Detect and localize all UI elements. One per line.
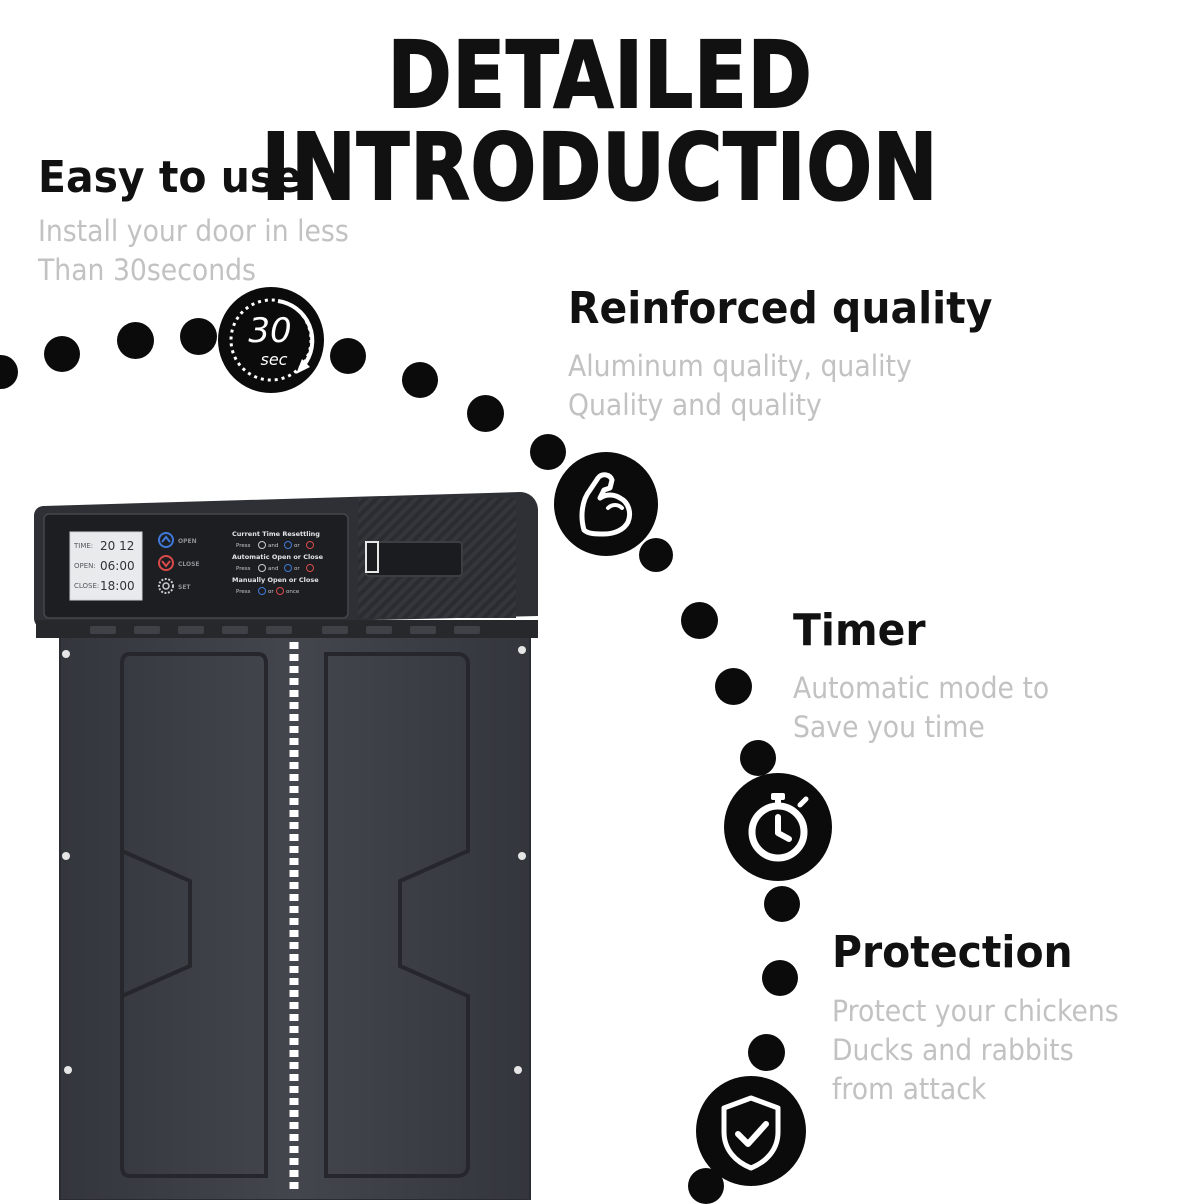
door-right-relief <box>324 652 470 1178</box>
lcd-label: TIME: <box>73 542 93 550</box>
path-dot <box>740 740 776 776</box>
mounting-hole <box>514 1066 522 1074</box>
flexed-bicep-icon <box>554 452 658 556</box>
feature-line: Install your door in less <box>38 214 349 248</box>
feature-description-timer: Automatic mode to Save you time <box>793 669 1049 747</box>
feature-line: Quality and quality <box>568 388 822 422</box>
mounting-hole <box>518 646 526 654</box>
path-dot <box>639 538 673 572</box>
arrow-down-icon <box>161 560 171 568</box>
feature-heading-reinforced-quality: Reinforced quality <box>568 283 993 334</box>
lcd-screen <box>69 531 143 601</box>
lcd-label: OPEN: <box>74 562 96 570</box>
stopwatch-icon <box>724 773 832 881</box>
instruction-title: Automatic Open or Close <box>232 553 324 561</box>
page-title: DETAILED INTRODUCTION <box>261 22 939 221</box>
path-dot <box>715 668 752 705</box>
stopwatch-30-sec-icon: 30 sec <box>218 287 324 393</box>
instruction-join: or <box>268 589 274 595</box>
button-label: SET <box>178 584 191 591</box>
path-dot <box>764 886 800 922</box>
badge-unit: sec <box>261 350 288 369</box>
feature-description-protection: Protect your chickens Ducks and rabbits … <box>832 992 1119 1109</box>
feature-description-reinforced-quality: Aluminum quality, quality Quality and qu… <box>568 347 912 425</box>
automatic-chicken-door: TIME: 20 12 OPEN: 06:00 CLOSE: 18:00 OPE… <box>34 492 538 1200</box>
mounting-hole <box>62 852 70 860</box>
path-dot <box>681 602 718 639</box>
path-dot <box>330 338 366 374</box>
feature-heading-timer: Timer <box>793 605 926 656</box>
instruction-press: Press <box>236 566 251 572</box>
feature-line: Than 30seconds <box>38 253 256 287</box>
lcd-value: 20 12 <box>100 539 134 553</box>
shield-check-icon <box>696 1076 806 1186</box>
gear-icon <box>162 582 170 590</box>
instruction-block: Current Time Resettling Press and or Aut… <box>232 530 324 595</box>
instruction-join: or <box>294 566 300 572</box>
button-label: CLOSE <box>178 561 200 568</box>
instruction-title: Manually Open or Close <box>232 576 319 584</box>
open-button[interactable]: OPEN <box>158 532 197 548</box>
feature-heading-easy-to-use: Easy to use <box>38 152 303 203</box>
feature-line: Save you time <box>793 710 985 744</box>
close-button[interactable]: CLOSE <box>158 555 200 571</box>
lcd-value: 18:00 <box>100 579 135 593</box>
path-dot <box>0 355 18 389</box>
lcd-value: 06:00 <box>100 559 135 573</box>
arrow-up-icon <box>161 535 171 543</box>
instruction-press: Press <box>236 543 251 549</box>
feature-description-easy-to-use: Install your door in less Than 30seconds <box>38 212 349 290</box>
instruction-press: Press <box>236 589 251 595</box>
instruction-join: once <box>286 589 300 595</box>
path-dot <box>467 395 504 432</box>
path-dot <box>180 318 217 355</box>
feature-line: Aluminum quality, quality <box>568 349 912 383</box>
instruction-title: Current Time Resettling <box>232 530 320 538</box>
mounting-hole <box>64 1066 72 1074</box>
path-dot <box>44 336 80 372</box>
mounting-hole <box>62 650 70 658</box>
feature-line: Automatic mode to <box>793 671 1050 705</box>
instruction-join: and <box>268 566 278 572</box>
badge-number: 30 <box>248 311 291 351</box>
mounting-hole <box>518 852 526 860</box>
path-dot <box>748 1034 785 1071</box>
path-dot <box>762 960 798 996</box>
door-left-relief <box>120 652 268 1178</box>
feature-line: Protect your chickens <box>832 994 1119 1028</box>
path-dot <box>117 322 154 359</box>
feature-line: from attack <box>832 1072 987 1106</box>
feature-line: Ducks and rabbits <box>832 1033 1074 1067</box>
button-label: OPEN <box>178 538 197 545</box>
lcd-label: CLOSE: <box>74 582 99 590</box>
instruction-join: or <box>294 543 300 549</box>
feature-heading-protection: Protection <box>832 927 1073 978</box>
path-dot <box>530 434 566 470</box>
set-button[interactable]: SET <box>158 578 191 594</box>
instruction-join: and <box>268 543 278 549</box>
path-dot <box>402 362 438 398</box>
